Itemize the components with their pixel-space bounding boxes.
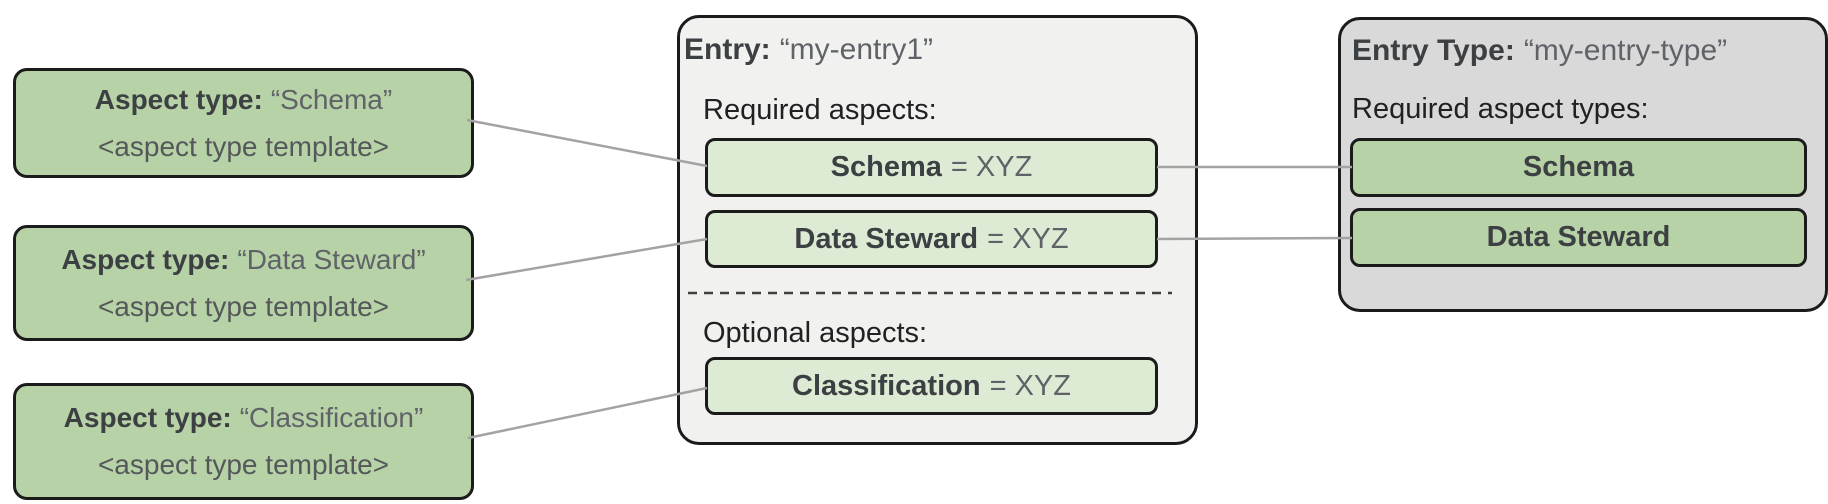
optional-aspects-heading: Optional aspects: (703, 317, 928, 349)
entry-container: Entry:“my-entry1” Required aspects: Sche… (677, 15, 1198, 445)
entry-name: “my-entry1” (779, 33, 934, 66)
aspect-name: Schema (830, 151, 942, 183)
entry-label: Entry: (684, 33, 771, 66)
entry-aspect-schema: Schema = XYZ (705, 138, 1158, 197)
aspect-value: = XYZ (950, 151, 1033, 183)
required-aspects-heading: Required aspects: (703, 94, 937, 126)
aspect-type-label: Aspect type: (94, 83, 263, 115)
aspect-type-label: Aspect type: (63, 402, 232, 433)
aspect-type-label: Aspect type: (61, 243, 230, 275)
entry-type-aspect-schema: Schema (1350, 138, 1807, 197)
connector-schema-card-to-entry (466, 118, 708, 168)
entry-aspect-data-steward: Data Steward = XYZ (705, 210, 1158, 268)
entry-title: Entry:“my-entry1” (684, 32, 933, 68)
aspect-type-card-data-steward: Aspect type:“Data Steward” <aspect type … (13, 225, 474, 341)
aspect-type-name: “Schema” (270, 83, 393, 115)
entry-type-container: Entry Type:“my-entry-type” Required aspe… (1338, 17, 1828, 312)
entry-type-title: Entry Type:“my-entry-type” (1352, 33, 1727, 69)
aspect-type-card-title: Aspect type:“Classification” (64, 402, 424, 434)
aspect-type-template: <aspect type template> (97, 130, 390, 162)
aspect-type-card-classification: Aspect type:“Classification” <aspect typ… (13, 383, 474, 500)
required-aspect-types-heading: Required aspect types: (1352, 93, 1649, 125)
entry-type-name: “my-entry-type” (1523, 34, 1728, 67)
aspect-type-name: “Classification” (239, 402, 424, 433)
aspect-type-template: <aspect type template> (97, 290, 390, 322)
aspect-value: = XYZ (989, 369, 1071, 402)
aspect-name: Data Steward (794, 222, 979, 255)
aspect-name: Classification (792, 369, 981, 402)
aspect-type-name: Schema (1522, 151, 1635, 183)
aspect-type-template: <aspect type template> (97, 449, 390, 480)
aspect-type-card-title: Aspect type:“Data Steward” (61, 244, 425, 276)
aspect-type-name: Data Steward (1486, 221, 1671, 253)
connector-steward-card-to-entry (465, 237, 708, 282)
entry-aspect-classification: Classification = XYZ (705, 357, 1158, 415)
aspect-type-card-title: Aspect type:“Schema” (95, 84, 392, 116)
entry-type-aspect-data-steward: Data Steward (1350, 208, 1807, 267)
connector-classification-card-to-entry (467, 386, 708, 440)
entry-type-label: Entry Type: (1352, 34, 1515, 67)
aspect-value: = XYZ (987, 222, 1069, 255)
aspect-type-card-schema: Aspect type:“Schema” <aspect type templa… (13, 68, 474, 178)
aspect-type-name: “Data Steward” (237, 243, 426, 275)
